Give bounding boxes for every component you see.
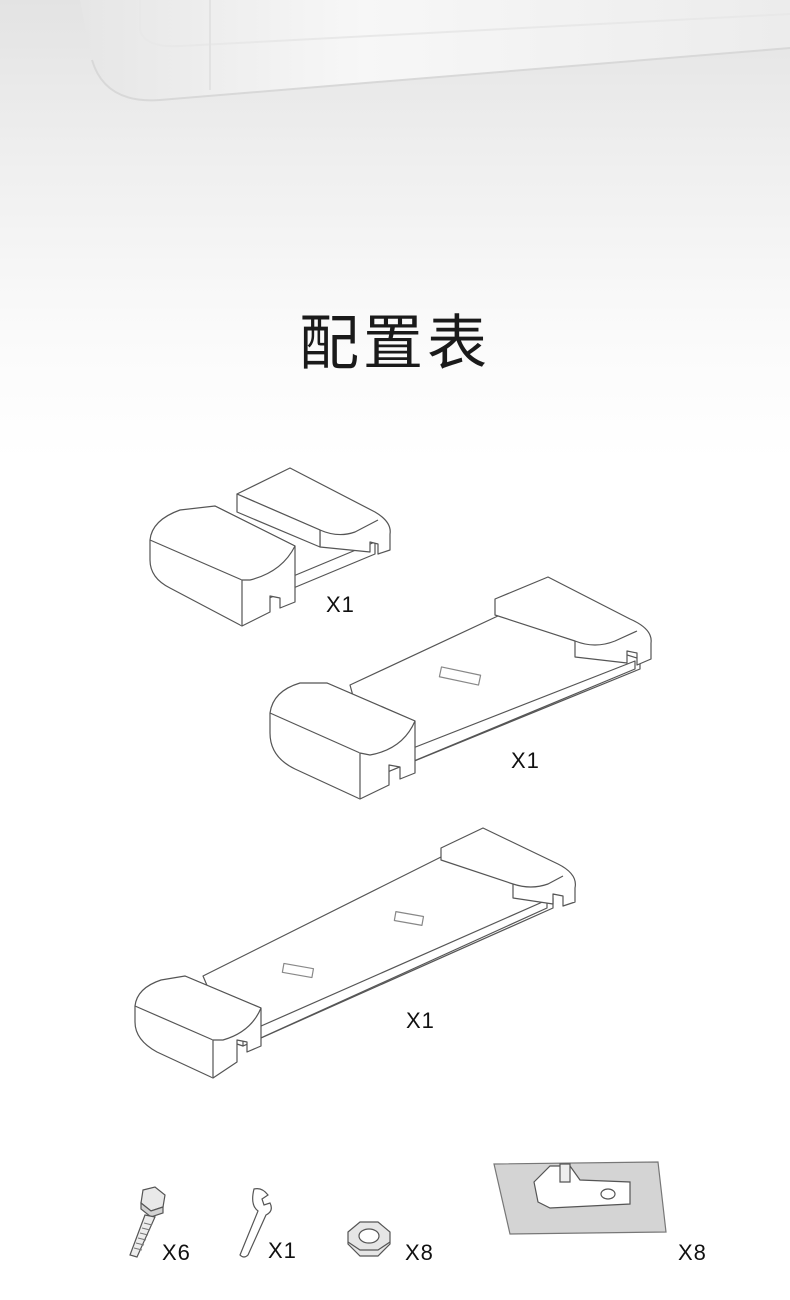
bolt-qty: X6 [162, 1240, 191, 1265]
nut-icon [347, 1221, 391, 1257]
long-bracket-icon [134, 827, 576, 1079]
short-bracket-qty: X1 [326, 592, 355, 617]
bolt-icon [129, 1186, 166, 1258]
nut-qty: X8 [405, 1240, 434, 1265]
adhesive-mount-qty: X8 [678, 1240, 707, 1265]
adhesive-mount-icon [493, 1161, 667, 1235]
medium-bracket-qty: X1 [511, 748, 540, 773]
shelf-photo [80, 0, 790, 102]
wrench-icon [239, 1188, 272, 1258]
medium-bracket-icon [269, 576, 652, 800]
page-title: 配置表 [299, 309, 491, 379]
wrench-qty: X1 [268, 1238, 297, 1263]
long-bracket-qty: X1 [406, 1008, 435, 1033]
short-bracket-icon [149, 467, 391, 627]
